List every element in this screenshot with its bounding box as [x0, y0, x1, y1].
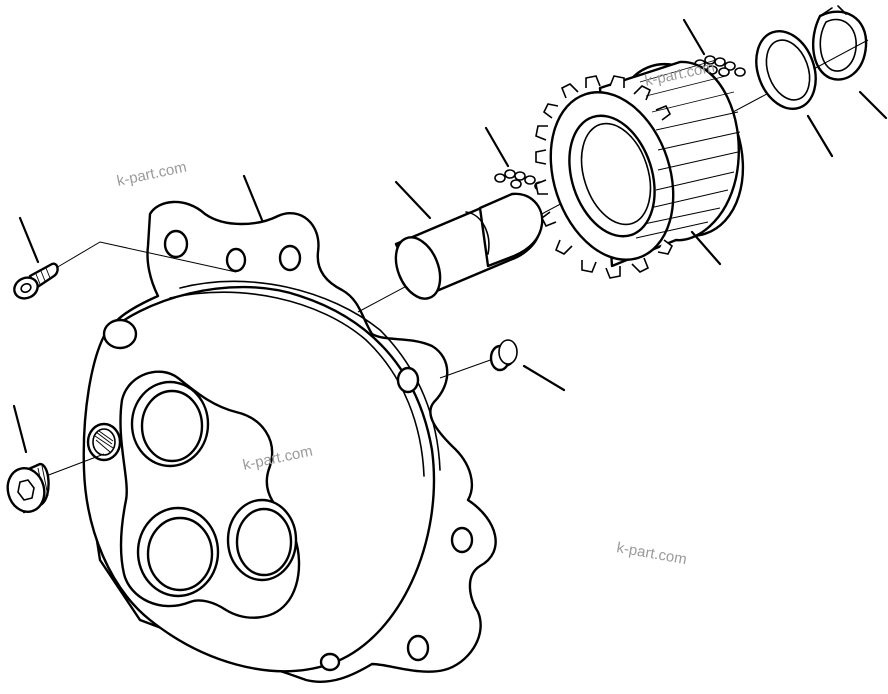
- leader-line: [682, 18, 706, 56]
- bolt-hole-3: [278, 244, 302, 272]
- thrust-washer: [755, 30, 817, 110]
- port-3: [235, 507, 293, 577]
- drain-port-thread: [94, 430, 114, 453]
- roller: [504, 169, 516, 179]
- gear-teeth: [535, 75, 674, 279]
- washer-inner: [765, 39, 811, 101]
- snap-ring-outer: [812, 10, 868, 81]
- flange-rim-line-2: [169, 291, 425, 477]
- gear-tooth: [535, 125, 548, 141]
- roller: [524, 175, 536, 185]
- gear-tooth: [535, 149, 547, 165]
- bolt-hole-5: [450, 526, 474, 554]
- gear-tooth: [605, 266, 621, 279]
- leader-line: [18, 216, 40, 264]
- screw-socket: [20, 283, 32, 293]
- shaft-journal: [478, 192, 544, 268]
- leader-line: [242, 174, 264, 222]
- screw-axis-line: [55, 241, 237, 273]
- bolt-hole-6: [406, 634, 430, 662]
- port-2: [146, 516, 214, 592]
- watermark: k-part.com: [615, 539, 688, 568]
- small-bolt: [489, 339, 518, 372]
- leader-line: [522, 364, 566, 392]
- roller: [714, 57, 726, 67]
- roller: [510, 179, 522, 189]
- leader-line: [394, 180, 432, 220]
- roller: [514, 171, 526, 181]
- leader-lines: [12, 18, 888, 454]
- gear-bore: [580, 122, 652, 226]
- watermark: k-part.com: [115, 159, 188, 190]
- bolt-hole-2: [225, 247, 247, 273]
- gear-tooth: [631, 257, 650, 273]
- snap-ring-ends: [819, 5, 847, 17]
- snap-ring: [812, 5, 868, 81]
- gear-tooth: [535, 179, 548, 195]
- side-boss: [102, 318, 138, 350]
- bolt-axis-line: [439, 357, 497, 379]
- plug-axis-line: [45, 453, 105, 477]
- roller: [734, 67, 746, 77]
- bolt-hole-1: [163, 229, 189, 259]
- shaft-end-face: [394, 236, 442, 300]
- plug-hex-socket: [17, 479, 35, 501]
- drain-plug: [6, 462, 50, 514]
- pump-housing: [82, 200, 497, 683]
- leader-line: [690, 230, 722, 266]
- spur-gear: [535, 59, 745, 279]
- roller: [718, 67, 730, 77]
- gear-tooth-lines: [635, 59, 741, 239]
- cap-screw: [13, 262, 59, 300]
- gear-tooth: [554, 239, 573, 255]
- snap-ring-inner: [819, 18, 857, 72]
- gear-tooth: [657, 239, 674, 255]
- screw-thread: [35, 267, 51, 285]
- gear-tooth: [655, 104, 672, 121]
- shaft: [394, 192, 544, 300]
- roller: [724, 61, 736, 71]
- bolt-hole-4: [396, 366, 420, 394]
- gear-tooth: [542, 103, 559, 119]
- leader-line: [858, 90, 888, 120]
- gear-tooth: [540, 211, 557, 228]
- gear-tooth: [560, 83, 579, 99]
- gear-tooth: [633, 85, 652, 101]
- shaft-shoulder: [465, 211, 490, 255]
- gear-tooth: [585, 75, 601, 88]
- leader-line: [484, 126, 510, 168]
- gear-tooth: [581, 260, 597, 273]
- leader-line: [12, 404, 28, 454]
- needle-rollers-1: [494, 169, 546, 191]
- gear-tooth: [609, 75, 625, 88]
- bolt-hole-7: [319, 652, 341, 672]
- bolt-collar: [498, 339, 518, 365]
- roller: [494, 173, 506, 183]
- leader-line: [806, 114, 834, 158]
- needle-rollers-2: [694, 55, 746, 77]
- port-1: [140, 389, 204, 463]
- flange-rim-line: [179, 280, 441, 471]
